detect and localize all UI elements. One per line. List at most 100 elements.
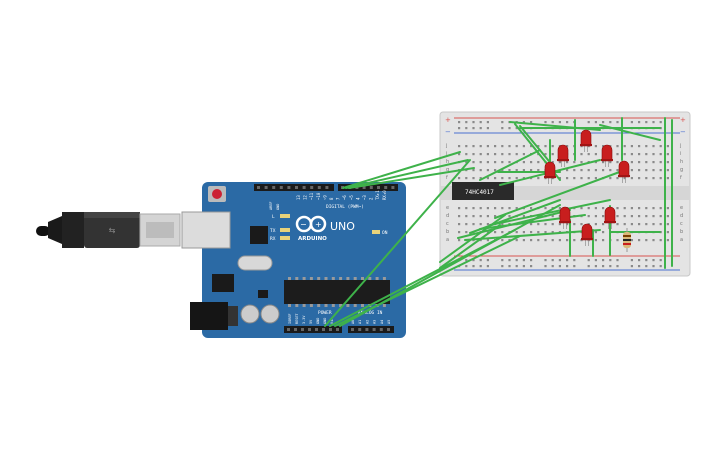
breadboard-hole[interactable] — [479, 207, 482, 210]
header-hole[interactable] — [387, 328, 390, 331]
breadboard-hole[interactable] — [594, 215, 597, 218]
breadboard-hole[interactable] — [501, 223, 504, 226]
rail-hole[interactable] — [645, 121, 648, 124]
breadboard-hole[interactable] — [616, 153, 619, 156]
breadboard-hole[interactable] — [479, 239, 482, 242]
rail-hole[interactable] — [652, 121, 655, 124]
rail-hole[interactable] — [479, 265, 482, 268]
header-hole[interactable] — [301, 328, 304, 331]
breadboard-hole[interactable] — [486, 207, 489, 210]
header-hole[interactable] — [362, 186, 366, 189]
breadboard-hole[interactable] — [479, 215, 482, 218]
breadboard-hole[interactable] — [573, 223, 576, 226]
breadboard-hole[interactable] — [494, 145, 497, 148]
breadboard-hole[interactable] — [566, 223, 569, 226]
breadboard-hole[interactable] — [602, 215, 605, 218]
breadboard-hole[interactable] — [472, 207, 475, 210]
resistor[interactable] — [623, 228, 631, 252]
breadboard-hole[interactable] — [458, 231, 461, 234]
breadboard-hole[interactable] — [522, 153, 525, 156]
rail-hole[interactable] — [472, 259, 475, 262]
rail-hole[interactable] — [472, 121, 475, 124]
rail-hole[interactable] — [558, 259, 561, 262]
breadboard-hole[interactable] — [666, 161, 669, 164]
breadboard-hole[interactable] — [465, 177, 468, 180]
rail-hole[interactable] — [616, 265, 619, 268]
breadboard-hole[interactable] — [479, 145, 482, 148]
rail-hole[interactable] — [486, 127, 489, 130]
red-led[interactable] — [544, 161, 556, 184]
jumper-wire[interactable] — [348, 167, 475, 189]
breadboard-hole[interactable] — [508, 177, 511, 180]
breadboard-hole[interactable] — [486, 177, 489, 180]
breadboard-hole[interactable] — [602, 207, 605, 210]
rail-hole[interactable] — [522, 265, 525, 268]
breadboard-hole[interactable] — [666, 153, 669, 156]
breadboard-hole[interactable] — [616, 239, 619, 242]
breadboard-hole[interactable] — [465, 207, 468, 210]
red-led[interactable] — [559, 206, 571, 229]
rail-hole[interactable] — [659, 265, 662, 268]
breadboard-hole[interactable] — [623, 223, 626, 226]
rail-hole[interactable] — [530, 259, 533, 262]
breadboard-hole[interactable] — [522, 145, 525, 148]
breadboard-hole[interactable] — [515, 207, 518, 210]
breadboard-hole[interactable] — [630, 153, 633, 156]
rail-hole[interactable] — [508, 265, 511, 268]
breadboard-hole[interactable] — [602, 223, 605, 226]
jumper-wire[interactable] — [479, 149, 541, 181]
jumper-wire[interactable] — [345, 159, 469, 189]
breadboard-hole[interactable] — [616, 145, 619, 148]
breadboard-hole[interactable] — [580, 169, 583, 172]
header-hole[interactable] — [272, 186, 276, 189]
rail-hole[interactable] — [508, 127, 511, 130]
breadboard-hole[interactable] — [638, 145, 641, 148]
breadboard-hole[interactable] — [472, 215, 475, 218]
rail-hole[interactable] — [501, 121, 504, 124]
breadboard-hole[interactable] — [566, 161, 569, 164]
rail-hole[interactable] — [616, 259, 619, 262]
breadboard-hole[interactable] — [645, 223, 648, 226]
rail-hole[interactable] — [638, 259, 641, 262]
breadboard-hole[interactable] — [652, 223, 655, 226]
breadboard-hole[interactable] — [551, 145, 554, 148]
rail-hole[interactable] — [501, 265, 504, 268]
rail-hole[interactable] — [652, 259, 655, 262]
header-hole[interactable] — [264, 186, 268, 189]
breadboard-hole[interactable] — [623, 153, 626, 156]
red-led[interactable] — [557, 144, 569, 167]
header-hole[interactable] — [372, 328, 376, 331]
breadboard-hole[interactable] — [638, 177, 641, 180]
rail-hole[interactable] — [515, 259, 518, 262]
rail-hole[interactable] — [472, 265, 475, 268]
breadboard-hole[interactable] — [666, 169, 669, 172]
breadboard-hole[interactable] — [508, 153, 511, 156]
breadboard-hole[interactable] — [501, 177, 504, 180]
header-hole[interactable] — [322, 328, 325, 331]
breadboard-hole[interactable] — [587, 215, 590, 218]
breadboard-hole[interactable] — [594, 161, 597, 164]
breadboard-hole[interactable] — [458, 215, 461, 218]
breadboard-hole[interactable] — [501, 169, 504, 172]
header-hole[interactable] — [294, 328, 297, 331]
rail-hole[interactable] — [659, 259, 662, 262]
rail-hole[interactable] — [659, 121, 662, 124]
breadboard-hole[interactable] — [616, 177, 619, 180]
rail-hole[interactable] — [515, 127, 518, 130]
breadboard-hole[interactable] — [659, 207, 662, 210]
breadboard-hole[interactable] — [544, 153, 547, 156]
breadboard-hole[interactable] — [630, 177, 633, 180]
rail-hole[interactable] — [522, 121, 525, 124]
rail-hole[interactable] — [630, 259, 633, 262]
rail-hole[interactable] — [551, 259, 554, 262]
jumper-wire[interactable] — [457, 209, 571, 239]
rail-hole[interactable] — [558, 121, 561, 124]
rail-hole[interactable] — [652, 265, 655, 268]
rail-hole[interactable] — [587, 121, 590, 124]
rail-hole[interactable] — [515, 265, 518, 268]
breadboard-hole[interactable] — [602, 161, 605, 164]
breadboard-hole[interactable] — [645, 161, 648, 164]
breadboard-hole[interactable] — [638, 239, 641, 242]
breadboard-hole[interactable] — [515, 177, 518, 180]
